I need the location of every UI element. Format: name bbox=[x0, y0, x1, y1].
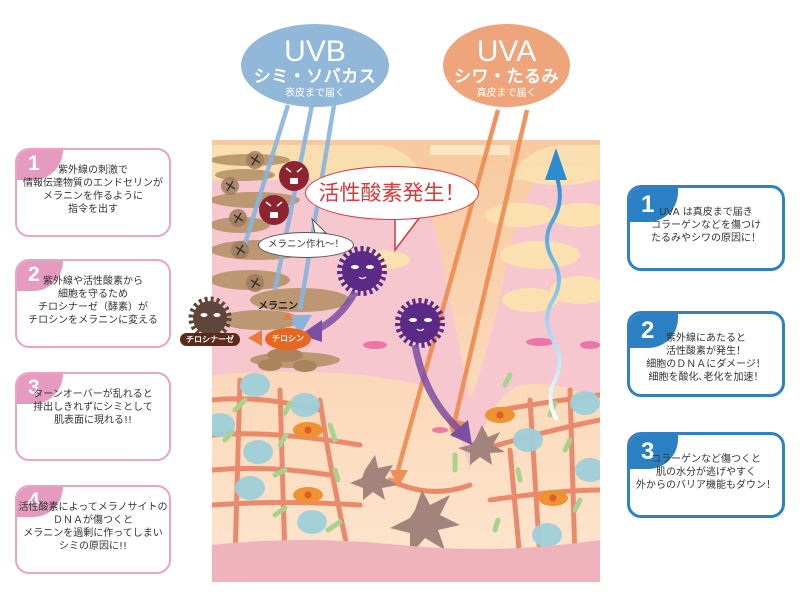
callout-text: 紫外線や活性酸素から 細胞を守るため チロシナーゼ（酵素）が チロシンをメラニン… bbox=[28, 276, 158, 326]
callout-text: ターンオーバーが乱れると 排出しきれずにシミとして 肌表面に現れる!! bbox=[33, 389, 153, 426]
uva-title: UVA bbox=[476, 35, 537, 68]
left-callout-2: 2 紫外線や活性酸素から 細胞を守るため チロシナーゼ（酵素）が チロシンをメラ… bbox=[15, 259, 171, 348]
callout-text: 紫外線の刺激で 情報伝達物質のエンドセリンが メラニンを作るように 指令を出す bbox=[23, 165, 163, 215]
callout-text: UVA は真皮まで届き コラーゲンなどを傷つけ たるみやシワの原因に！ bbox=[651, 207, 761, 244]
uva-effect: シワ・たるみ bbox=[454, 67, 559, 87]
callout-text: 紫外線にあたると 活性酸素が発生！ 細胞のＤＮＡにダメージ！ 細胞を酸化､老化を… bbox=[646, 333, 766, 383]
tyrosine-tag: チロシン bbox=[265, 328, 311, 350]
right-callout-2: 2 紫外線にあたると 活性酸素が発生！ 細胞のＤＮＡにダメージ！ 細胞を酸化､老… bbox=[627, 311, 785, 397]
uvb-title: UVB bbox=[284, 35, 346, 68]
callout-text: コラーゲンなど傷つくと 肌の水分が逃げやすく 外からのバリア機能もダウン！ bbox=[636, 454, 776, 491]
uva-label: UVA シワ・たるみ 真皮まで届く bbox=[443, 24, 570, 107]
make-melanin-bubble: メラニン作れ〜！ bbox=[258, 232, 354, 258]
active-oxygen-bubble: 活性酸素発生！ bbox=[305, 166, 479, 220]
uva-reach: 真皮まで届く bbox=[476, 88, 537, 99]
uvb-effect: シミ・ソバカス bbox=[253, 67, 377, 87]
uvb-reach: 表皮まで届く bbox=[285, 88, 345, 99]
uvb-label: UVB シミ・ソバカス 表皮まで届く bbox=[241, 24, 389, 107]
right-callout-1: 1 UVA は真皮まで届き コラーゲンなどを傷つけ たるみやシワの原因に！ bbox=[627, 185, 785, 271]
callout-text: 活性酸素によってメラノサイトの ＤＮＡが傷つくと メラニンを過剰に作ってしまい … bbox=[18, 502, 168, 552]
left-callout-3: 3 ターンオーバーが乱れると 排出しきれずにシミとして 肌表面に現れる!! bbox=[15, 372, 171, 461]
melanin-label: メラニン bbox=[258, 301, 298, 312]
right-callout-3: 3 コラーゲンなど傷つくと 肌の水分が逃げやすく 外からのバリア機能もダウン！ bbox=[627, 432, 785, 518]
left-callout-1: 1 紫外線の刺激で 情報伝達物質のエンドセリンが メラニンを作るように 指令を出… bbox=[15, 148, 171, 237]
left-callout-4: 4 活性酸素によってメラノサイトの ＤＮＡが傷つくと メラニンを過剰に作ってしま… bbox=[15, 485, 171, 574]
tyrosinase-tag: チロシナーゼ bbox=[180, 333, 240, 346]
